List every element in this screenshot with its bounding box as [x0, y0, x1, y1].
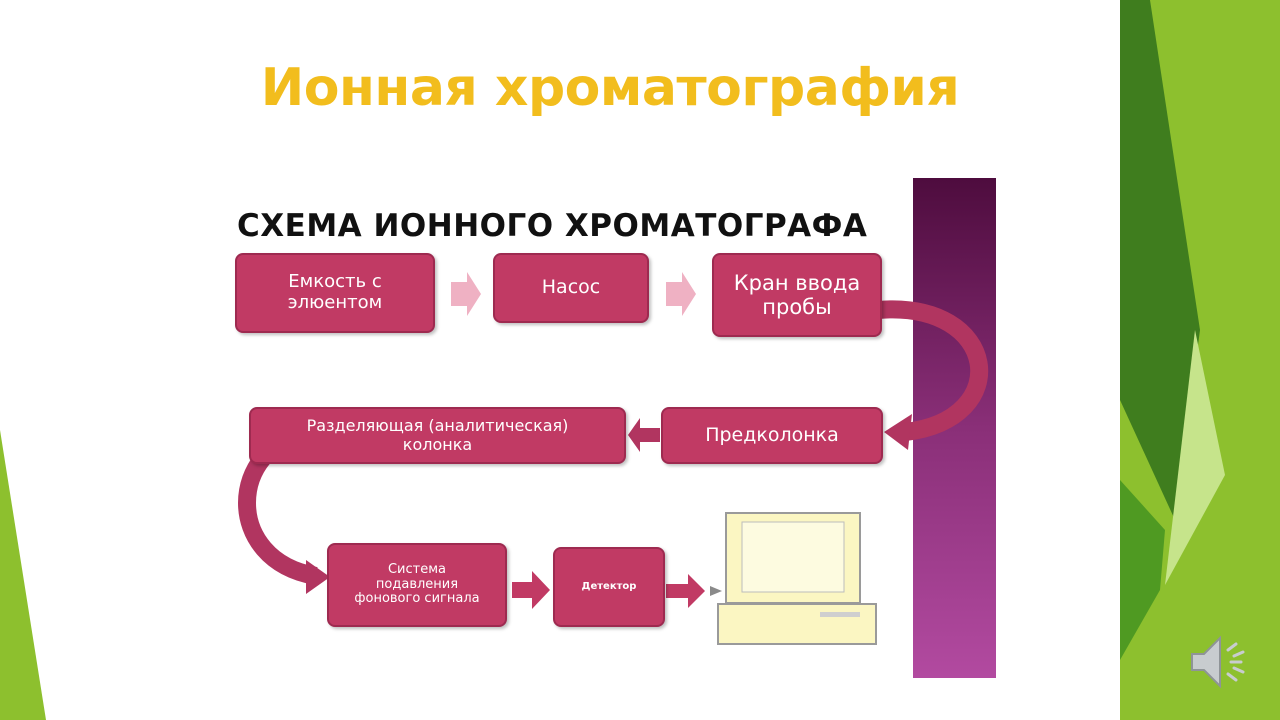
box-separating-column-label: Разделяющая (аналитическая) колонка — [306, 416, 569, 454]
arrow-pump-to-valve — [666, 272, 696, 316]
scheme-title: СХЕМА ИОННОГО ХРОМАТОГРАФА — [237, 208, 868, 244]
box-injection-valve-label: Кран ввода пробы — [733, 270, 861, 319]
box-eluent-container: Емкость с элюентом — [235, 253, 435, 333]
speaker-icon[interactable] — [1188, 630, 1250, 694]
slide-title: Ионная хроматография — [260, 58, 960, 118]
box-eluent-container-label: Емкость с элюентом — [287, 271, 383, 313]
box-pump: Насос — [493, 253, 649, 323]
box-separating-column: Разделяющая (аналитическая) колонка — [249, 407, 626, 464]
box-injection-valve: Кран ввода пробы — [712, 253, 882, 337]
arrow-eluent-to-pump — [451, 272, 481, 316]
arrow-valve-to-precolumn — [877, 300, 989, 441]
box-pump-label: Насос — [541, 276, 601, 299]
box-precolumn-label: Предколонка — [705, 423, 839, 446]
box-detector: Детектор — [553, 547, 665, 627]
computer-icon — [717, 512, 877, 645]
box-precolumn: Предколонка — [661, 407, 883, 464]
box-suppressor: Система подавления фонового сигнала — [327, 543, 507, 627]
box-detector-label: Детектор — [581, 581, 637, 593]
box-suppressor-label: Система подавления фонового сигнала — [354, 561, 480, 607]
arrow-precolumn-to-column — [628, 418, 660, 452]
arrow-detector-to-computer — [666, 574, 705, 608]
arrow-suppressor-to-detector — [512, 571, 550, 609]
